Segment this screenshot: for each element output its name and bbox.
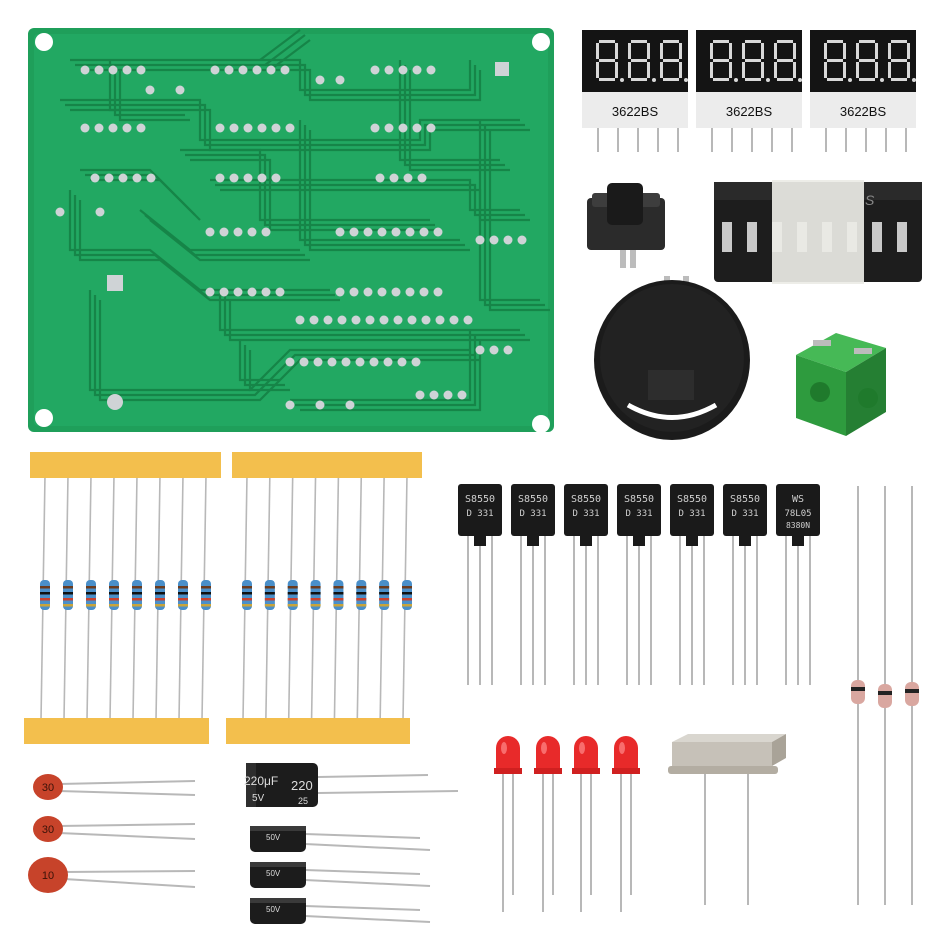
transistor-marking: D 331 [572, 509, 599, 519]
cap-voltage-label: 50V [266, 905, 281, 914]
transistor-s8550: S8550 D 331 [458, 484, 502, 685]
transistor-marking: S8550 [624, 494, 654, 505]
crystal-oscillator [668, 734, 786, 905]
transistor-s8550: S8550 D 331 [670, 484, 714, 685]
resistor-strips [24, 452, 422, 744]
red-led [494, 736, 522, 912]
seven-segment-display: 3622BS [810, 30, 916, 152]
seven-segment-displays: 3622BS 3622BS 3622BS [582, 30, 916, 152]
display-part-label: 3622BS [840, 104, 887, 119]
ceramic-capacitor: 10 [28, 857, 196, 893]
ic-tape-text: S [865, 192, 875, 208]
cap-value-left: 220μF [244, 774, 278, 788]
transistor-s8550: S8550 D 331 [723, 484, 767, 685]
electrolytic-capacitor: 50V [250, 898, 431, 924]
ceramic-cap-label: 10 [42, 870, 54, 882]
transistor-marking: S8550 [571, 494, 601, 505]
transistor-marking: 8380N [786, 521, 810, 530]
transistor-marking: D 331 [466, 509, 493, 519]
ceramic-cap-label: 30 [42, 824, 54, 836]
ceramic-capacitors: 30 30 10 [28, 774, 196, 893]
transistor-s8550: S8550 D 331 [511, 484, 555, 685]
screw-terminal-block [796, 333, 886, 436]
electrolytic-capacitor: 50V [250, 862, 431, 888]
electrolytic-capacitors-small: 50V 50V 50V [250, 826, 431, 924]
seven-segment-display: 3622BS [582, 30, 688, 152]
red-led [572, 736, 600, 912]
coin-battery-holder [594, 276, 750, 440]
seven-segment-display: 3622BS [696, 30, 802, 152]
transistor-marking: D 331 [519, 509, 546, 519]
cap-value-right: 220 [291, 778, 313, 793]
electrolytic-capacitor: 50V [250, 826, 431, 852]
dip-ic-chip: S [714, 180, 922, 284]
ceramic-capacitor: 30 [33, 774, 196, 800]
transistor-marking: D 331 [678, 509, 705, 519]
transistor-marking: S8550 [677, 494, 707, 505]
transistor-marking: D 331 [731, 509, 758, 519]
tactile-push-button [587, 183, 665, 268]
red-led [612, 736, 640, 912]
transistor-marking: D 331 [625, 509, 652, 519]
transistor-marking: WS [792, 494, 804, 505]
red-led [534, 736, 562, 912]
ceramic-capacitor: 30 [33, 816, 196, 842]
resistor-strip [24, 452, 221, 744]
transistor-s8550: S8550 D 331 [617, 484, 661, 685]
cap-voltage-label: 50V [266, 833, 281, 842]
transistor-marking: 78L05 [784, 509, 811, 519]
resistor-strip [226, 452, 422, 744]
cap-voltage-left: 5V [252, 793, 265, 804]
transistor-s8550: S8550 D 331 [564, 484, 608, 685]
zener-diodes [851, 486, 919, 905]
red-leds [494, 736, 640, 912]
cap-voltage-right: 25 [298, 796, 308, 806]
pcb-board [28, 28, 554, 433]
electrolytic-capacitor-large: 220μF 5V 220 25 [244, 763, 459, 807]
display-part-label: 3622BS [726, 104, 773, 119]
transistors: S8550 D 331 S8550 D 331 S8550 D 331 S8550 D 331… [458, 484, 820, 685]
transistor-marking: S8550 [465, 494, 495, 505]
cap-voltage-label: 50V [266, 869, 281, 878]
transistor-marking: S8550 [730, 494, 760, 505]
voltage-regulator-78l05: WS 78L05 8380N [776, 484, 820, 685]
ceramic-cap-label: 30 [42, 782, 54, 794]
transistor-marking: S8550 [518, 494, 548, 505]
display-part-label: 3622BS [612, 104, 659, 119]
masking-tape [772, 180, 864, 284]
